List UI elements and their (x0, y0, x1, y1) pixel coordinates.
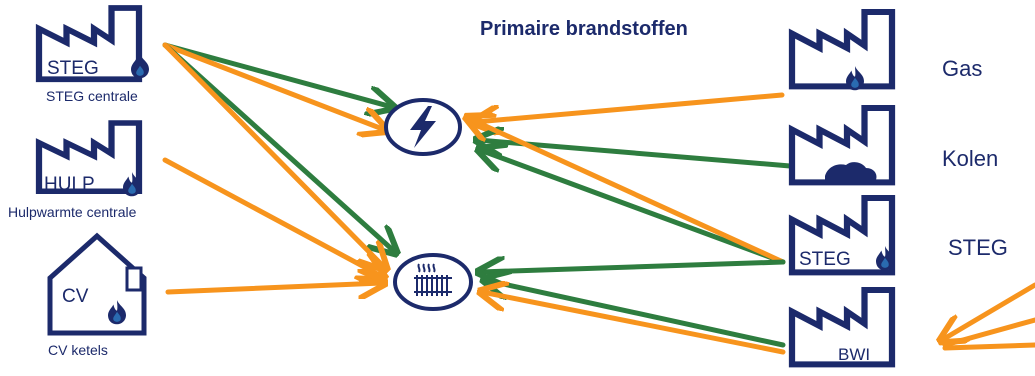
factory-icon-gas (792, 12, 892, 86)
arrow-steg-to-heat-orange (162, 42, 385, 268)
steg-right-label: STEG (948, 235, 1008, 260)
cv-caption: CV ketels (48, 342, 108, 358)
electricity-hub (384, 98, 462, 156)
radiator-icon (414, 263, 452, 296)
coal-icon (825, 162, 877, 180)
steg-left-caption: STEG centrale (46, 88, 138, 104)
arrow-steg-to-electricity (162, 42, 392, 107)
flow-arrows (162, 42, 1035, 355)
hulp-caption: Hulpwarmte centrale (8, 204, 137, 220)
diagram-title: Primaire brandstoffen (480, 18, 688, 40)
gas-label: Gas (942, 56, 983, 81)
arrow-cv-to-heat (165, 283, 383, 292)
cv-box-label: CV (62, 286, 89, 307)
steg-left-box-label: STEG (47, 58, 99, 79)
hulp-box-label: HULP (44, 174, 95, 195)
arrow-offscreen-to-bwi-1 (942, 282, 1035, 340)
arrow-hulp-to-heat (162, 157, 383, 277)
arrow-steg-to-electricity-orange (162, 42, 385, 130)
arrow-bwi-to-heat-orange (482, 292, 786, 355)
steg-right-box-label: STEG (799, 249, 851, 270)
house-icon-cv (47, 232, 147, 336)
arrow-gas-to-electricity (475, 92, 785, 122)
bwi-box-label: BWI (838, 345, 871, 364)
arrow-steg-right-to-heat (480, 262, 786, 272)
arrow-steg-right-to-electricity (480, 150, 786, 265)
lightning-bolt-icon (410, 106, 436, 148)
kolen-label: Kolen (942, 146, 999, 171)
heat-hub (393, 253, 473, 311)
arrow-steg-right-to-electricity-orange (468, 118, 786, 265)
arrow-bwi-to-heat (485, 280, 786, 348)
arrow-offscreen-to-bwi-2 (942, 317, 1035, 348)
arrow-steg-to-heat (162, 42, 395, 252)
arrow-offscreen-to-bwi-3 (942, 342, 1035, 351)
